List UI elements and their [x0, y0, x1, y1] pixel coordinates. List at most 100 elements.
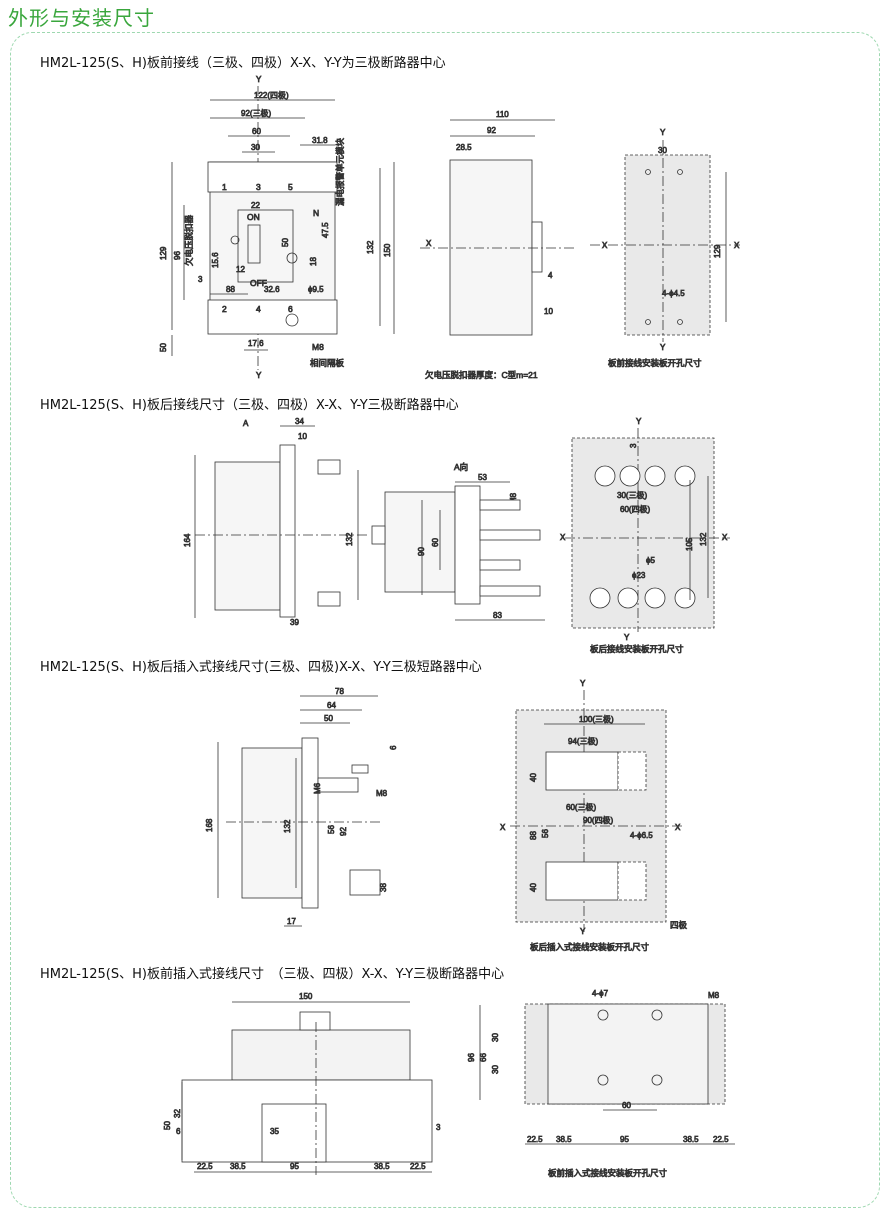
s1-side-dim-10: 10 [544, 307, 553, 316]
s4-dim-22-5a: 22.5 [197, 1162, 213, 1171]
s1-terminal-5: 5 [288, 182, 293, 192]
section-1-title: HM2L-125(S、H)板前接线（三极、四极）X-X、Y-Y为三极断路器中心 [40, 56, 446, 71]
s4-panel-dim-96: 96 [467, 1053, 476, 1062]
s2-a-dim-83: 83 [493, 611, 502, 620]
s4-dim-3: 3 [436, 1123, 441, 1132]
s1-terminal-3: 3 [256, 182, 261, 192]
s1-side-view: 110 92 28.5 X 4 10 欠电压脱扣器厚度：C型m=21 [420, 110, 575, 380]
s3-side-view: 78 64 50 6 168 132 M6 M8 56 92 38 17 [205, 687, 398, 927]
s2-a-view-label: A向 [454, 462, 468, 472]
s3-panel-caption: 板后插入式接线安装板开孔尺寸 [530, 942, 650, 952]
s1-undervolt-label: 欠电压脱扣器 [184, 214, 194, 266]
s1-dim-132: 132 [366, 240, 375, 254]
s3-dim-38: 38 [379, 883, 388, 892]
s2-dim-164: 164 [183, 533, 192, 547]
s4-dim-50: 50 [163, 1121, 172, 1130]
s2-panel-cutout: Y X X 3 30(三极) 60(四极) 105 132 ϕ5 ϕ23 Y 板… [560, 417, 730, 654]
s2-a-m8: M8 [509, 492, 518, 504]
s3-panel-dim-100: 100(三极) [579, 714, 614, 724]
s1-dim-30: 30 [251, 143, 260, 152]
content-frame [10, 32, 880, 1208]
s1-side-axis-x: X [426, 239, 432, 248]
s4-dim-95: 95 [290, 1162, 299, 1171]
s3-m8: M8 [376, 789, 388, 798]
s1-dim-50: 50 [281, 238, 290, 247]
s4-dim-150: 150 [299, 992, 313, 1001]
s4-dim-32: 32 [173, 1109, 182, 1118]
s3-panel-dim-90: 90(四极) [583, 815, 614, 825]
s3-dim-17: 17 [287, 917, 296, 926]
s2-dim-132: 132 [345, 532, 354, 546]
s1-front-view: Y Y 122(四极) 92(三极) 60 30 31.8 1 3 5 2 4 … [159, 75, 395, 380]
s1-label-on: ON [247, 212, 260, 222]
s2-panel-dim-132: 132 [699, 532, 708, 546]
s2-panel-dim-phi5: ϕ5 [646, 556, 655, 565]
s2-a-dim-90: 90 [417, 547, 426, 556]
s3-panel-quad-label: 四极 [670, 920, 688, 930]
s1-dim-122: 122(四极) [254, 90, 289, 100]
s3-panel-axis-y-bottom: Y [580, 927, 586, 936]
s1-axis-y-top: Y [256, 75, 262, 84]
s4-dim-38-5a: 38.5 [230, 1162, 246, 1171]
s2-dim-39: 39 [290, 618, 299, 627]
s3-dim-64: 64 [327, 701, 336, 710]
s1-dim-50b: 50 [159, 343, 168, 352]
s1-dim-12: 12 [236, 265, 245, 274]
s3-panel-dim-56: 56 [541, 829, 550, 838]
s4-panel-dim-38-5a: 38.5 [556, 1135, 572, 1144]
s2-label-a: A [243, 419, 249, 428]
s3-panel-hole: 4-ϕ6.5 [630, 831, 653, 840]
s1-terminal-1: 1 [222, 182, 227, 192]
s1-terminal-6: 6 [288, 304, 293, 314]
s2-panel-caption: 板后接线安装板开孔尺寸 [590, 644, 684, 654]
s4-panel-dim-60: 60 [622, 1101, 631, 1110]
s1-dim-47-5: 47.5 [321, 222, 330, 238]
s1-dim-150: 150 [383, 243, 392, 257]
section-4-title: HM2L-125(S、H)板前插入式接线尺寸 （三极、四极）X-X、Y-Y三极断… [40, 967, 505, 982]
s2-panel-dim-3: 3 [629, 443, 638, 448]
section-3-title: HM2L-125(S、H)板后插入式接线尺寸(三极、四极)X-X、Y-Y三极短路… [40, 660, 482, 675]
s1-terminal-2: 2 [222, 304, 227, 314]
s3-dim-50: 50 [324, 714, 333, 723]
s1-panel-dim-30: 30 [658, 146, 667, 155]
s3-m6: M6 [313, 782, 322, 794]
s3-panel-axis-y-top: Y [580, 679, 586, 688]
s1-dim-60: 60 [252, 127, 261, 136]
s1-undervolt-note: 欠电压脱扣器厚度：C型m=21 [425, 370, 538, 380]
s2-panel-axis-x-left: X [560, 533, 566, 542]
s2-panel-dim-105: 105 [685, 537, 694, 551]
s1-panel-caption: 板前接线安装板开孔尺寸 [608, 358, 702, 368]
page-title: 外形与安装尺寸 [8, 6, 155, 30]
s1-dim-88: 88 [226, 285, 235, 294]
s1-leak-label: 漏电报警单元模块 [335, 137, 345, 206]
s3-panel-dim-60: 60(三极) [566, 802, 597, 812]
s3-panel-dim-88: 88 [529, 831, 538, 840]
s3-dim-168: 168 [205, 818, 214, 832]
s4-dim-6: 6 [176, 1127, 181, 1136]
s4-panel-hole: 4-ϕ7 [592, 989, 609, 998]
s2-panel-dim-phi23: ϕ23 [632, 571, 646, 580]
s2-dim-34: 34 [295, 417, 304, 426]
s2-a-view: A向 53 M8 90 60 83 [371, 462, 545, 621]
s2-a-dim-60: 60 [431, 538, 440, 547]
s2-panel-axis-x-right: X [722, 533, 728, 542]
s1-label-off: OFF [250, 278, 267, 288]
s1-side-dim-4: 4 [548, 271, 553, 280]
s4-panel-dim-66: 66 [479, 1053, 488, 1062]
section-2-title: HM2L-125(S、H)板后接线尺寸（三极、四极）X-X、Y-Y三极断路器中心 [40, 398, 459, 413]
s4-panel-dim-30a: 30 [491, 1033, 500, 1042]
s4-panel-caption: 板前插入式接线安装板开孔尺寸 [548, 1168, 668, 1178]
s1-panel-hole: 4-ϕ4.5 [662, 289, 685, 298]
s3-panel-dim-94: 94(三极) [568, 736, 599, 746]
s4-side-view: 150 50 32 6 35 3 22.5 38.5 95 38.5 22.5 [163, 992, 441, 1175]
s1-terminal-4: 4 [256, 304, 261, 314]
s4-dim-22-5b: 22.5 [410, 1162, 426, 1171]
s3-dim-56: 56 [327, 825, 336, 834]
s4-panel-dim-22-5b: 22.5 [713, 1135, 729, 1144]
s4-dim-35: 35 [270, 1127, 279, 1136]
s3-panel-axis-x-left: X [500, 823, 506, 832]
s1-panel-cutout: Y X X 30 129 4-ϕ4.5 Y 板前接线安装板开孔尺寸 [590, 128, 740, 368]
s3-dim-78: 78 [335, 687, 344, 696]
s4-panel-dim-38-5b: 38.5 [683, 1135, 699, 1144]
